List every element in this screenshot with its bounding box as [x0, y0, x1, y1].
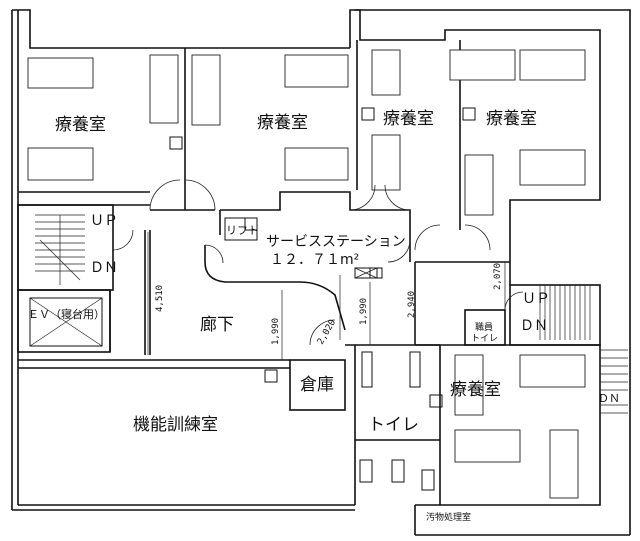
- care-room-5-label: 療養室: [450, 380, 501, 400]
- stairs-outer: [600, 349, 628, 414]
- storage-label: 倉庫: [300, 375, 334, 395]
- dim-2940: 2,940: [407, 291, 417, 318]
- stair-outer-dn: ＤＮ: [598, 392, 620, 405]
- dim-1990-b: 1,990: [359, 298, 369, 325]
- stair-right-up: ＵＰ: [522, 291, 550, 307]
- elevator-label: ＥＶ（寝台用）: [28, 307, 105, 321]
- doors: [112, 179, 524, 346]
- service-station-area: １２．７１m²: [270, 252, 359, 268]
- care-room-1-label: 療養室: [55, 115, 106, 135]
- training-room-label: 機能訓練室: [133, 415, 218, 435]
- dim-2020: 2,020: [316, 318, 338, 346]
- stair-right-dn: ＤＮ: [520, 318, 548, 334]
- beds: [27, 49, 586, 499]
- service-station-label: サービスステーション: [266, 234, 406, 250]
- care-room-3-label: 療養室: [383, 109, 434, 129]
- care-room-2-label: 療養室: [257, 113, 308, 133]
- stairs-right: [539, 285, 591, 340]
- station-fixture: [354, 267, 378, 279]
- dim-4510: 4,510: [155, 285, 165, 312]
- lift-label: リフト: [226, 224, 259, 237]
- staff-toilet-label-1: 職員: [475, 322, 493, 333]
- stairs-left: [35, 214, 85, 285]
- stair-left-dn: ＤＮ: [90, 260, 118, 276]
- dimension-lines: [147, 232, 506, 360]
- lift-box: [224, 217, 258, 241]
- elevator-shaft: [29, 297, 103, 347]
- staff-toilet-label-2: トイレ: [471, 334, 498, 344]
- interior-walls: [17, 40, 601, 506]
- dim-2070: 2,070: [493, 263, 503, 290]
- toilet-label: トイレ: [368, 415, 419, 435]
- stair-left-up: ＵＰ: [90, 213, 118, 229]
- fixtures: [169, 107, 476, 491]
- care-room-4-label: 療養室: [486, 109, 537, 129]
- outer-walls: [11, 9, 631, 536]
- corridor-label: 廊下: [200, 315, 234, 335]
- dim-1990-a: 1,990: [271, 318, 281, 345]
- sewage-room-label: 汚物処理室: [426, 511, 471, 523]
